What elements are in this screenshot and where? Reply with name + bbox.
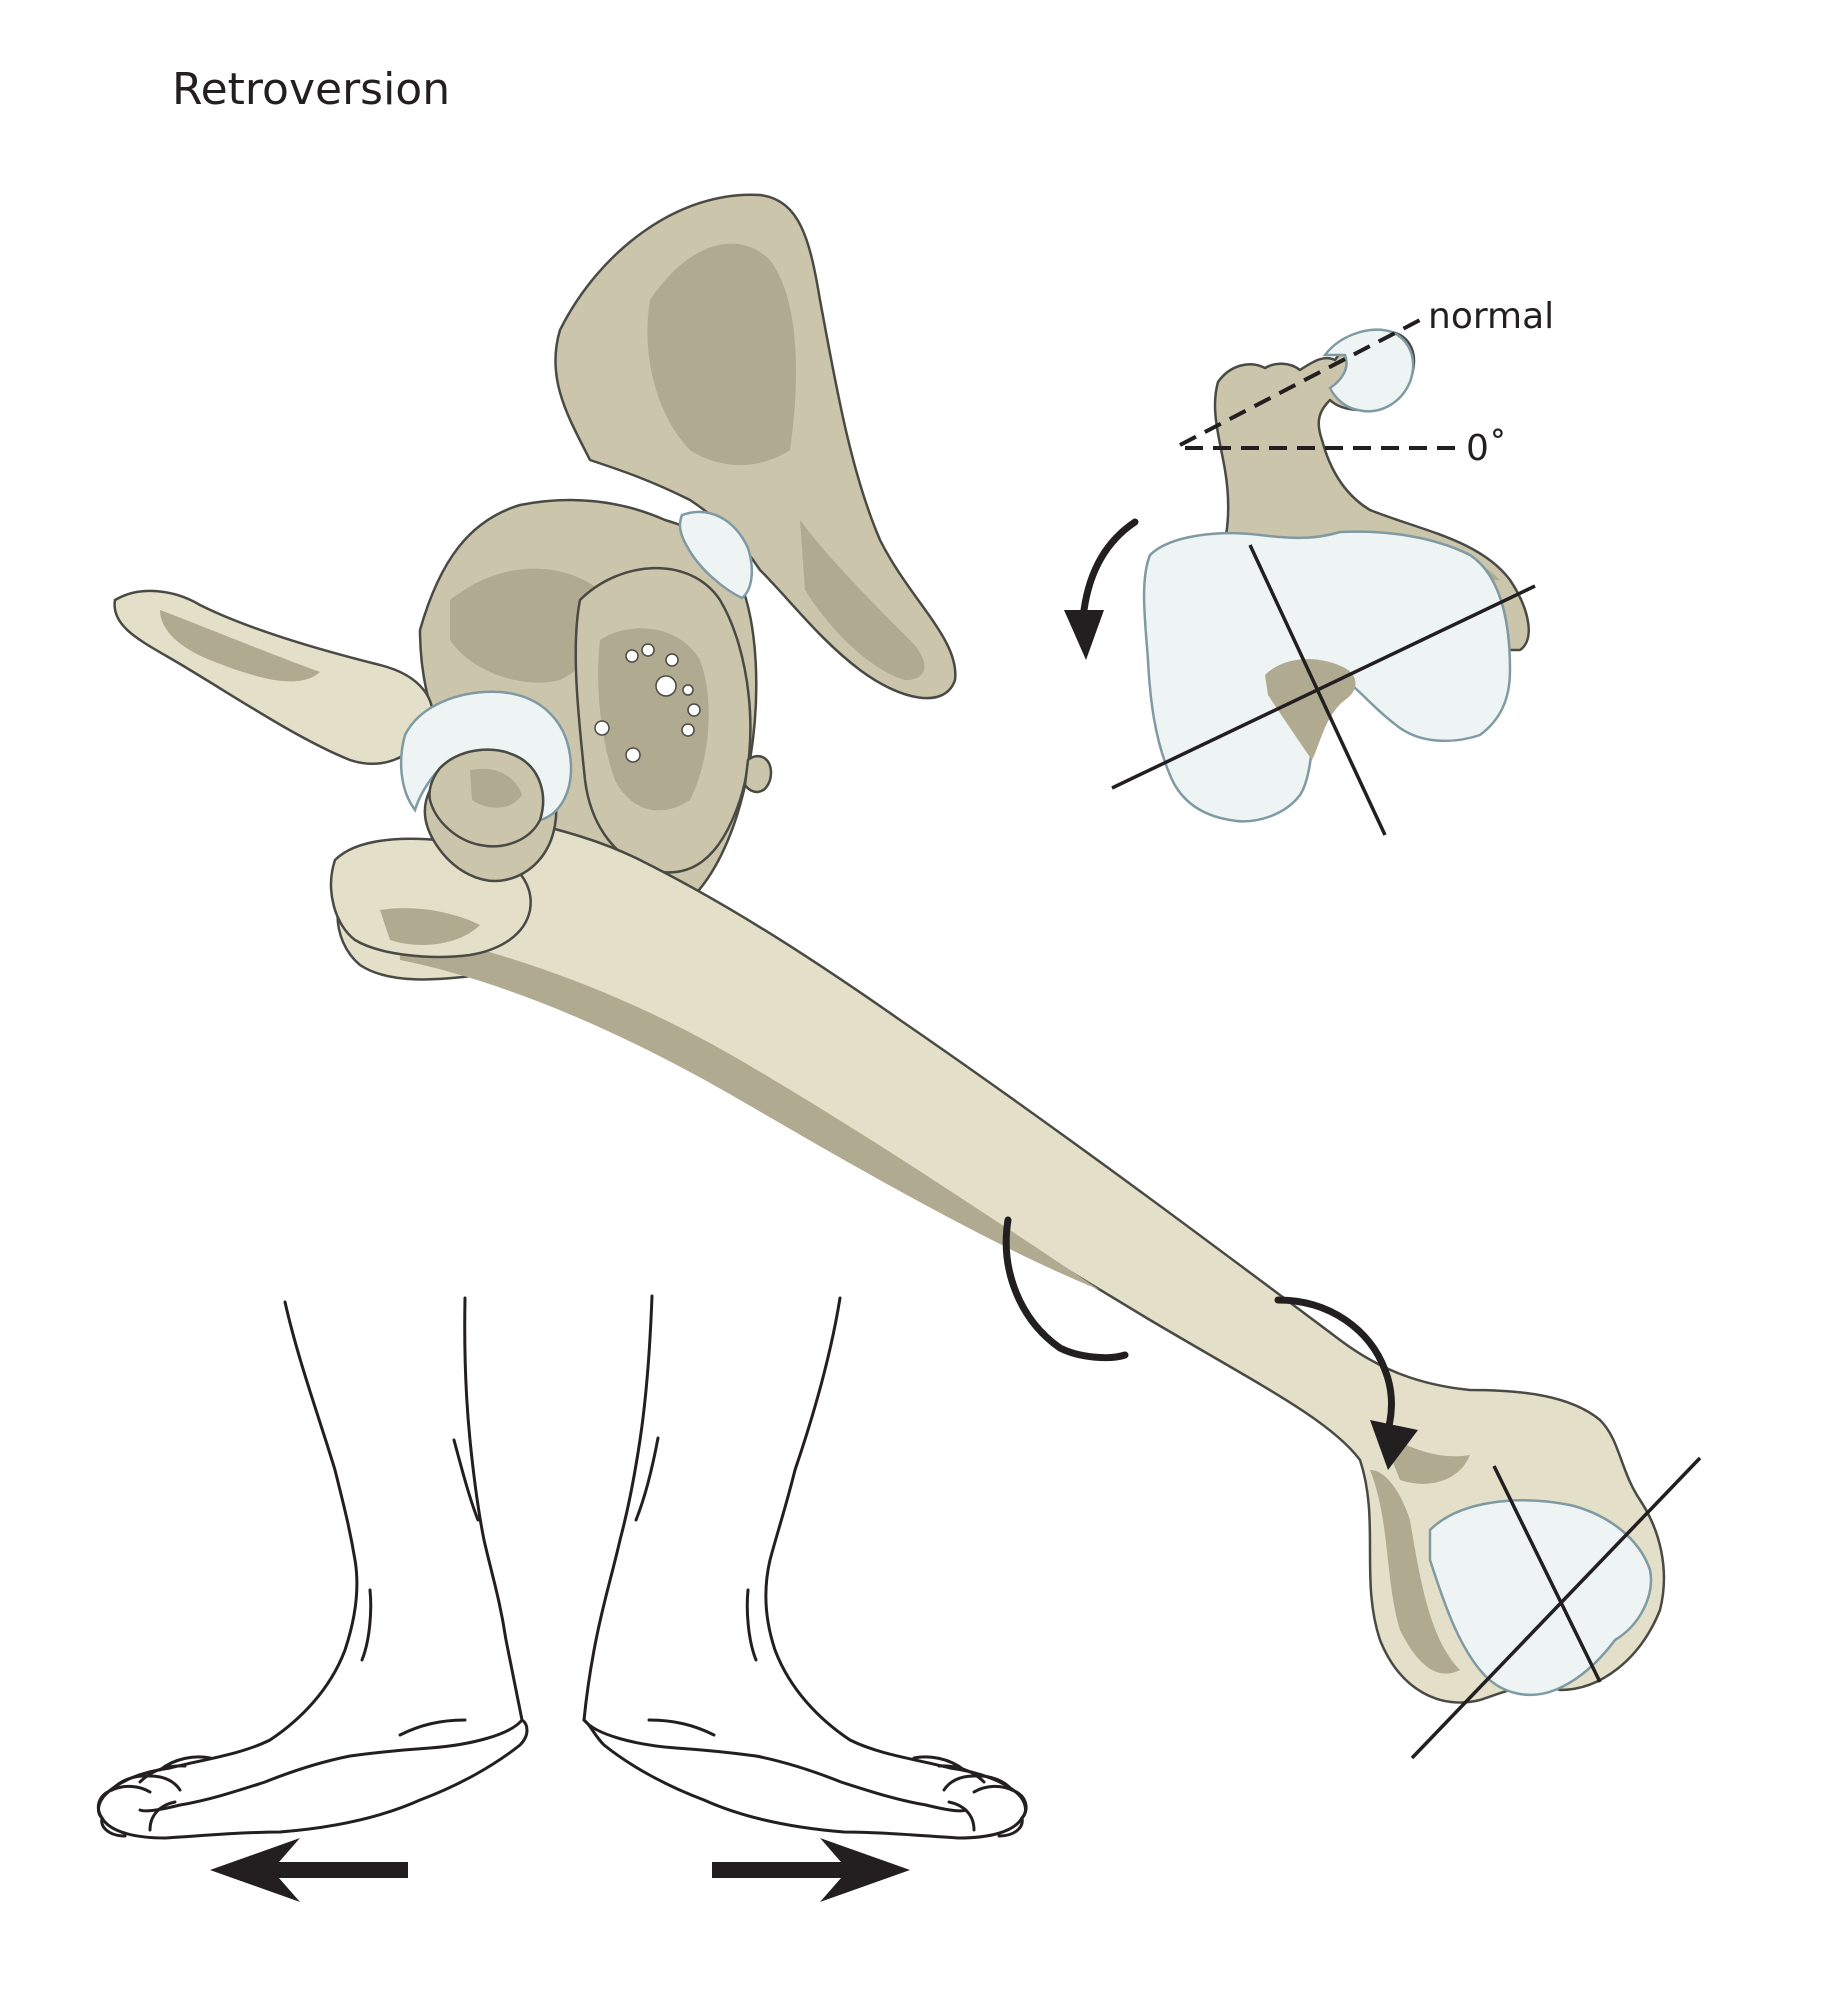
axial-condylar-line	[1111, 584, 1536, 790]
condylar-axis-line	[1410, 1456, 1702, 1760]
feet	[96, 1294, 1028, 1902]
normal-label: normal	[1428, 296, 1554, 337]
pelvis	[113, 193, 957, 925]
distal-condyle-cartilage	[1428, 1499, 1653, 1697]
axial-femur-view: normal 0˚	[1064, 296, 1554, 836]
axial-perpendicular-line	[1248, 544, 1387, 836]
normal-reference-line	[1179, 318, 1421, 447]
right-foot	[582, 1294, 1028, 1902]
axial-femoral-head-cartilage	[1322, 328, 1415, 413]
zero-degree-label: 0˚	[1466, 428, 1507, 469]
shaft-rotation-arrow-lower	[1274, 1296, 1395, 1444]
figure-title: Retroversion	[172, 64, 450, 115]
left-foot	[96, 1296, 529, 1902]
condylar-perpendicular-line	[1492, 1465, 1602, 1683]
shaft-rotation-arrow-upper	[1002, 1216, 1129, 1362]
femur	[329, 690, 1702, 1760]
obturator-holes	[594, 643, 701, 763]
